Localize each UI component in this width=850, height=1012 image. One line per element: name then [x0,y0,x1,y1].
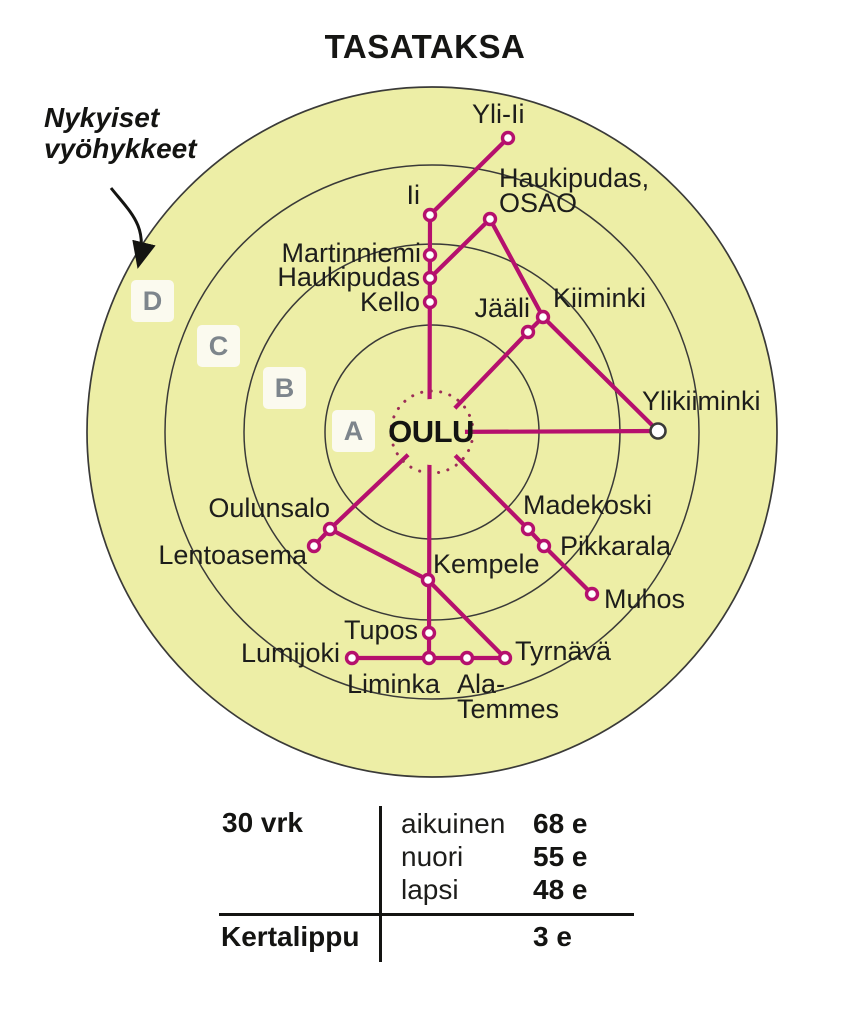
route-yli-ii [427,135,511,218]
node-ii [422,207,438,223]
node-ala-temmes [459,650,475,666]
station-label-liminka: Liminka [347,669,441,699]
node-yli-ii [500,130,516,146]
fare-table-vertical-divider [379,806,382,962]
route-kiiminki-ylikiiminki [540,314,661,434]
fare-row-price-adult: 68 e [533,808,588,839]
node-ylikiiminki [649,422,667,440]
node-haukipudas [422,270,438,286]
node-liminka [421,650,437,666]
node-lentoasema [306,538,322,554]
station-label-yli-ii: Yli-Ii [472,99,525,129]
node-tyrnava-end [497,650,513,666]
station-label-muhos: Muhos [604,584,686,614]
route-center-muhos [429,429,595,597]
station-label-kempele: Kempele [433,549,540,579]
zone-label-b: B [263,367,306,409]
fare-table-horizontal-divider [219,913,634,916]
center-mask [399,399,465,465]
station-label-lentoasema: Lentoasema [158,540,307,570]
station-label-ii: Ii [406,180,421,210]
route-osao-haukipudas [427,216,493,281]
zone-letter: A [343,415,364,446]
fare-period-label: 30 vrk [222,807,303,838]
node-oulunsalo [322,521,338,537]
node-madekoski [520,521,536,537]
station-label-haukipudas-osao: Haukipudas, OSAO [499,163,650,218]
center-dotted-ring [389,389,475,475]
station-label-tupos: Tupos [343,615,418,645]
station-nodes [306,130,600,666]
fare-row-label-adult: aikuinen [401,808,506,839]
route-osao-kiiminki [487,216,546,320]
station-label-oulunsalo: Oulunsalo [208,493,330,523]
route-center-ylikiiminki [429,428,661,435]
node-jaali [520,324,536,340]
zone-letter: C [208,330,229,361]
station-label-lumijoki: Lumijoki [240,638,340,668]
current-zones-note: Nykyiset vyöhykkeet [44,102,197,164]
zone-label-a: A [332,410,375,452]
single-ticket-price: 3 e [533,921,572,952]
zone-label-d: D [131,280,174,322]
station-label-haukipudas: Haukipudas [277,262,420,292]
single-ticket-label: Kertalippu [221,921,360,952]
zone-circle-c [164,164,700,700]
station-label-kiiminki: Kiiminki [553,283,647,313]
node-lumijoki [344,650,360,666]
node-kiiminki [535,309,551,325]
node-kempele [420,572,436,588]
station-label-jaali: Jääli [474,293,530,323]
station-label-martinniemi: Martinniemi [281,238,421,268]
node-tupos [421,625,437,641]
fare-row-label-child: lapsi [401,874,459,905]
node-martinniemi [422,247,438,263]
station-label-kello: Kello [359,287,420,317]
center-city-label: OULU [388,414,474,449]
fare-row-price-youth: 55 e [533,841,588,872]
station-label-madekoski: Madekoski [523,490,653,520]
station-label-ylikiiminki: Ylikiiminki [642,386,761,416]
station-label-ala-temmes: Ala- Temmes [457,669,560,724]
fare-row-label-youth: nuori [401,841,464,872]
node-pikkarala [536,538,552,554]
route-kempele-tyrnava [425,577,508,661]
node-osao [482,211,498,227]
zone-letter: B [274,372,295,403]
station-label-pikkarala: Pikkarala [560,531,672,561]
station-label-tyrnava: Tyrnävä [515,636,612,666]
node-kello [422,294,438,310]
zone-letter: D [142,285,163,316]
route-oulunsalo-kempele [327,526,431,583]
page-title: TASATAKSA [324,28,526,65]
fare-row-price-child: 48 e [533,874,588,905]
zone-label-c: C [197,325,240,367]
node-muhos [584,586,600,602]
annotation-arrow [109,187,156,269]
